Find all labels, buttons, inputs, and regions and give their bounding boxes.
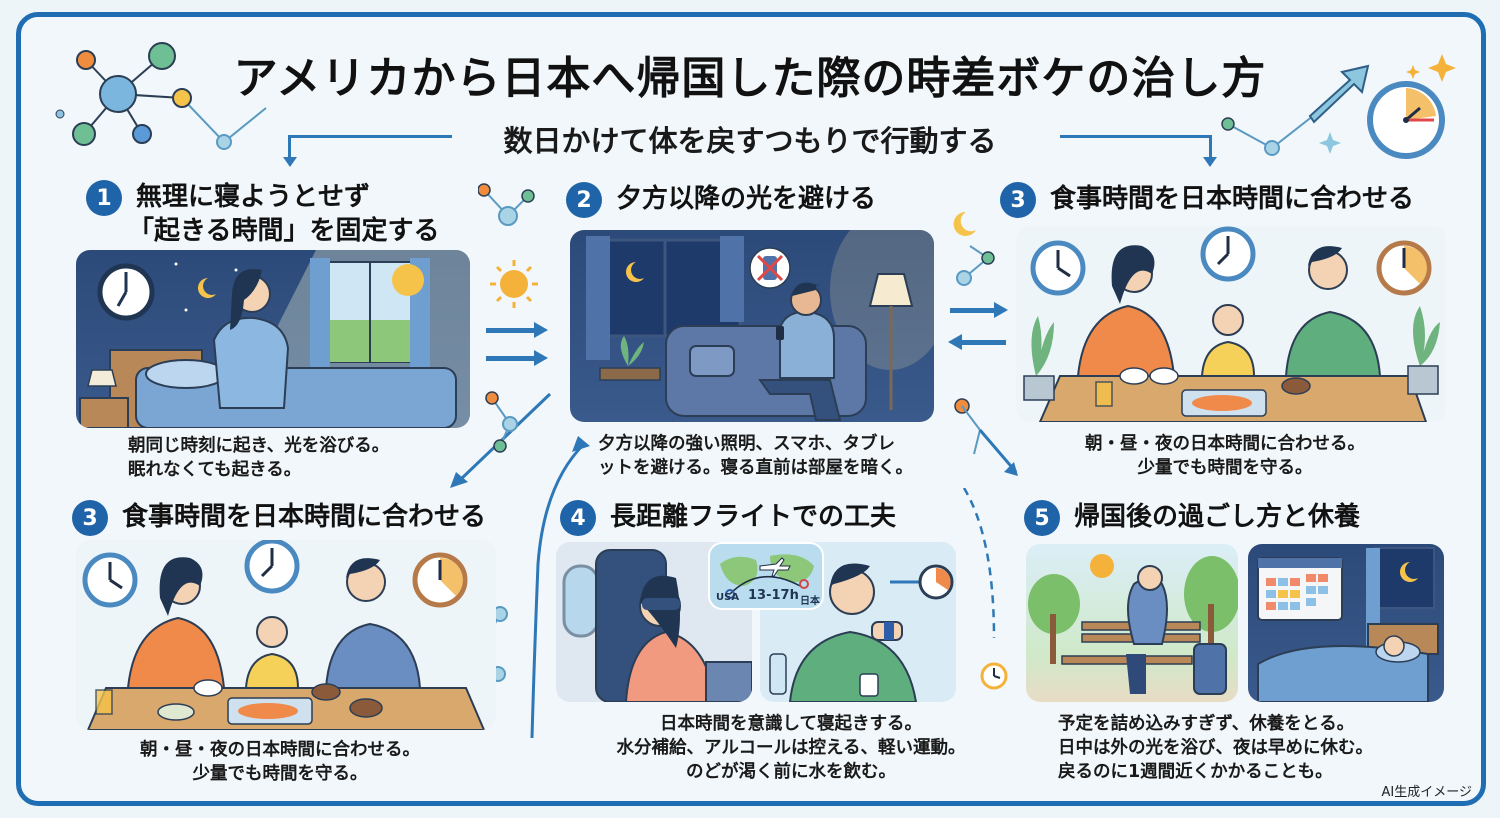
map-origin-label: USA xyxy=(716,592,740,603)
step-5-title: 帰国後の過ごし方と休養 xyxy=(1074,502,1361,532)
step-1-illustration xyxy=(76,250,470,428)
map-duration-label: 13-17h xyxy=(748,588,799,603)
step-3-title: 食事時間を日本時間に合わせる xyxy=(1050,184,1415,214)
step-3-header-top: 3 食事時間を日本時間に合わせる xyxy=(1000,182,1414,218)
step-2-header: 2 夕方以降の光を避ける xyxy=(566,182,876,218)
step-1-header: 1 無理に寝ようとせず 「起きる時間」を固定する xyxy=(86,180,439,248)
bidirectional-arrows xyxy=(948,211,1018,476)
step-number-badge: 3 xyxy=(72,500,108,536)
step-4-airplane-seat xyxy=(556,542,752,702)
step-5-header: 5 帰国後の過ごし方と休養 xyxy=(1024,500,1360,536)
step-number-badge: 5 xyxy=(1024,500,1060,536)
dashed-connector-clock xyxy=(962,488,1008,690)
step-1-caption: 朝同じ時刻に起き、光を浴びる。 眠れなくても起きる。 xyxy=(128,436,390,480)
step-3-illustration-bottom xyxy=(76,540,496,730)
step-5-caption: 予定を詰め込みすぎず、休養をとる。 日中は外の光を浴び、夜は早めに休む。 戻るの… xyxy=(1058,714,1373,782)
step-number-badge: 4 xyxy=(560,500,596,536)
step-5-bedroom-rest xyxy=(1248,544,1444,702)
page-title: アメリカから日本へ帰国した際の時差ボケの治し方 xyxy=(233,53,1267,104)
no-phone-icon xyxy=(750,248,790,288)
step-4-title: 長距離フライトでの工夫 xyxy=(610,502,897,532)
step-1-title-line1: 無理に寝ようとせず xyxy=(136,182,371,212)
step-4-caption: 日本時間を意識して寝起きする。 水分補給、アルコールは控える、軽い運動。 のどが… xyxy=(616,714,966,782)
molecule-icon xyxy=(55,42,267,150)
bracket-arrow-left xyxy=(283,135,452,167)
ai-generated-label: AI生成イメージ xyxy=(1381,785,1472,800)
step-number-badge: 2 xyxy=(566,182,602,218)
map-destination-label: 日本 xyxy=(800,596,820,607)
step-number-badge: 1 xyxy=(86,180,122,216)
step-3-header-bottom: 3 食事時間を日本時間に合わせる xyxy=(72,500,486,536)
step-4-header: 4 長距離フライトでの工夫 xyxy=(560,500,896,536)
step-3-caption-top: 朝・昼・夜の日本時間に合わせる。 少量でも時間を守る。 xyxy=(1085,434,1365,478)
step-5-park-bench xyxy=(1026,544,1238,702)
step-3-caption-bottom: 朝・昼・夜の日本時間に合わせる。 少量でも時間を守る。 xyxy=(140,740,420,784)
step-2-illustration xyxy=(570,230,934,422)
step-2-caption: 夕方以降の強い照明、スマホ、タブレ ットを避ける。寝る直前は部屋を暗く。 xyxy=(598,434,913,478)
step-1-title-line2: 「起きる時間」を固定する xyxy=(128,216,440,246)
bracket-arrow-right xyxy=(1060,135,1217,167)
step-3-title-bottom: 食事時間を日本時間に合わせる xyxy=(122,502,487,532)
step-3-illustration-top xyxy=(1016,226,1446,422)
step-2-title: 夕方以降の光を避ける xyxy=(616,184,877,214)
step-number-badge: 3 xyxy=(1000,182,1036,218)
flight-map: USA 13-17h 日本 xyxy=(708,542,824,610)
page-subtitle: 数日かけて体を戻すつもりで行動する xyxy=(503,124,997,158)
clock-arrow-icon xyxy=(1221,54,1456,159)
sun-and-flow-arrows xyxy=(478,183,548,366)
